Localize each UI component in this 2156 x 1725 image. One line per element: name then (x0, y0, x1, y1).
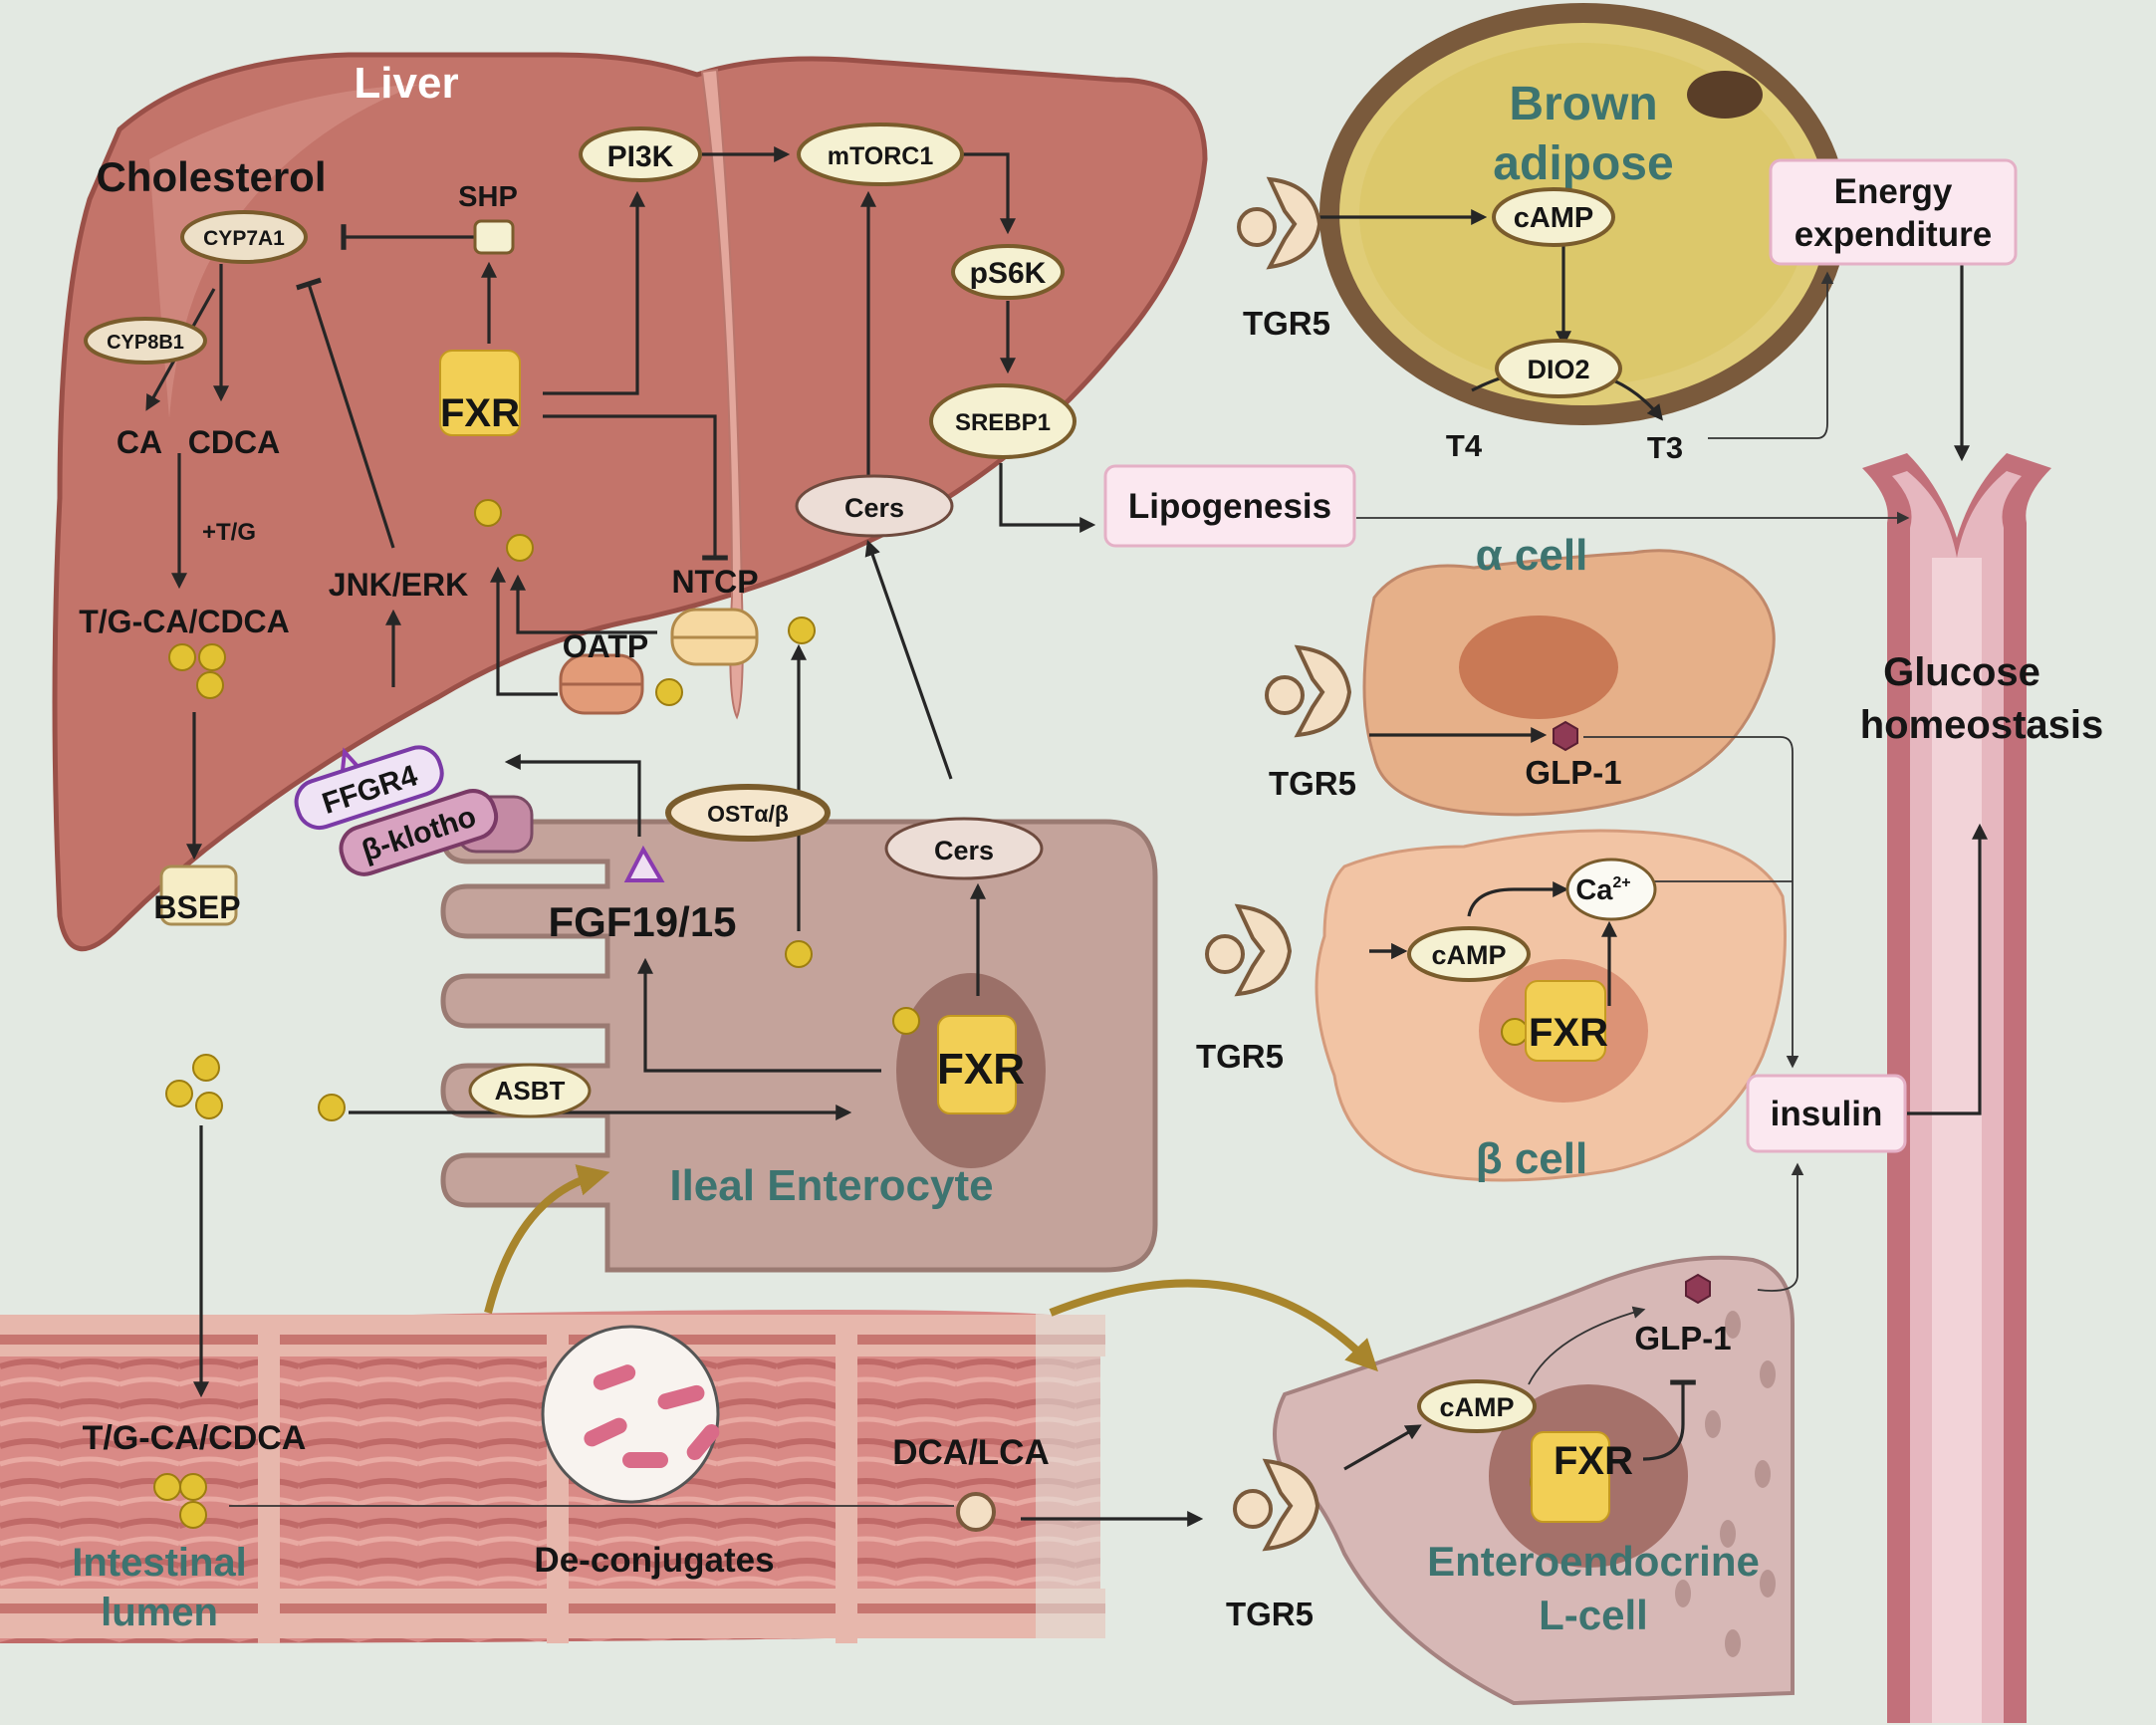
dca-lca-molecule (956, 1492, 996, 1532)
lumen-tg-ca-cdca-label: T/G-CA/CDCA (83, 1419, 307, 1457)
adipose-tgr5-label: TGR5 (1243, 305, 1330, 342)
mtorc1-label: mTORC1 (828, 142, 934, 170)
asbt-label: ASBT (495, 1076, 566, 1106)
outcome-labels: Energy expenditure Lipogenesis Glucose h… (1128, 172, 2103, 1133)
intestinal-lumen-label-line1: Intestinal (72, 1541, 247, 1585)
l-cell-label-line2: L-cell (1539, 1592, 1648, 1638)
insulin-label: insulin (1771, 1095, 1883, 1133)
ileal-enterocyte-label: Ileal Enterocyte (669, 1161, 993, 1210)
bsep-label: BSEP (153, 889, 240, 925)
deconjugates-label: De-conjugates (534, 1541, 774, 1580)
cyp8b1-label: CYP8B1 (107, 332, 184, 354)
beta-fxr-label: FXR (1529, 1011, 1608, 1055)
brown-adipose-label-line2: adipose (1493, 137, 1673, 190)
liver-labels: Cholesterol CYP7A1 CYP8B1 SHP PI3K mTORC… (79, 140, 1051, 925)
glp1-hexagon-alpha (1553, 720, 1578, 752)
glp1-hexagon-lcell (1685, 1273, 1711, 1305)
liver-cers-label: Cers (844, 493, 904, 523)
plus-tg-label: +T/G (202, 519, 256, 546)
lipogenesis-label: Lipogenesis (1128, 487, 1331, 526)
l-cell-camp-label: cAMP (1439, 1392, 1514, 1422)
adipose-camp-label: cAMP (1514, 202, 1594, 234)
liver-tg-ca-cdca-label: T/G-CA/CDCA (79, 604, 290, 639)
ntcp-label: NTCP (671, 564, 758, 600)
cyp7a1-label: CYP7A1 (203, 227, 285, 250)
beta-camp-label: cAMP (1431, 940, 1506, 970)
oatp-label: OATP (563, 628, 649, 664)
energy-expenditure-line2: expenditure (1795, 215, 1992, 254)
adipose-labels: TGR5 cAMP DIO2 T4 T3 (1243, 202, 1683, 465)
alpha-tgr5-label: TGR5 (1269, 765, 1356, 802)
liver-organ (52, 52, 1208, 952)
cholesterol-label: Cholesterol (96, 153, 326, 200)
dio2-label: DIO2 (1527, 355, 1589, 384)
l-cell-fxr-label: FXR (1554, 1439, 1633, 1483)
pathway-arrows (145, 146, 1988, 1527)
jnk-erk-label: JNK/ERK (329, 567, 468, 603)
t4-label: T4 (1446, 428, 1483, 463)
l-cell-tgr5-label: TGR5 (1226, 1596, 1314, 1632)
intestine-labels: OSTα/β Cers FGF19/15 ASBT FXR T/G-CA/CDC… (83, 801, 1050, 1580)
ps6k-label: pS6K (970, 257, 1047, 290)
l-cell-labels: TGR5 cAMP GLP-1 FXR (1226, 1320, 1732, 1632)
glucose-homeostasis-line1: Glucose (1883, 650, 2040, 694)
ca-label: CA (117, 424, 162, 460)
intestine (0, 1305, 1105, 1653)
liver-fxr-label: FXR (440, 391, 520, 435)
energy-expenditure-line1: Energy (1834, 172, 1953, 211)
blood-vessel (1862, 453, 2051, 1723)
alpha-glp1-label: GLP-1 (1525, 754, 1621, 791)
shp-label: SHP (458, 181, 518, 213)
enterocyte-cers-label: Cers (934, 836, 994, 865)
alpha-cell-label: α cell (1476, 531, 1588, 580)
liver-label: Liver (354, 59, 458, 108)
pi3k-label: PI3K (607, 140, 674, 173)
alpha-cell (1362, 549, 1776, 817)
dca-lca-label: DCA/LCA (892, 1433, 1049, 1472)
fgf19-15-label: FGF19/15 (548, 898, 736, 945)
srebp1-label: SREBP1 (955, 409, 1051, 436)
cdca-label: CDCA (188, 424, 280, 460)
fxr-receptors (439, 350, 1610, 1523)
ost-label: OSTα/β (707, 801, 789, 827)
l-cell-label-line1: Enteroendocrine (1427, 1538, 1760, 1585)
intestinal-lumen-label-line2: lumen (101, 1591, 218, 1634)
l-cell-glp1-label: GLP-1 (1634, 1320, 1731, 1356)
brown-adipose-label-line1: Brown (1509, 78, 1657, 130)
enterocyte-fxr-label: FXR (937, 1045, 1025, 1094)
pancreas-labels: TGR5 GLP-1 TGR5 cAMP Ca2+ FXR (1196, 754, 1631, 1075)
beta-tgr5-label: TGR5 (1196, 1038, 1284, 1075)
beta-cell-label: β cell (1476, 1134, 1587, 1183)
tgr5-receptors (1205, 176, 1352, 1552)
ca2-label: Ca2+ (1575, 874, 1630, 906)
pill-shapes (84, 123, 2018, 1433)
t3-label: T3 (1647, 430, 1683, 465)
glucose-homeostasis-line2: homeostasis (1860, 703, 2104, 747)
